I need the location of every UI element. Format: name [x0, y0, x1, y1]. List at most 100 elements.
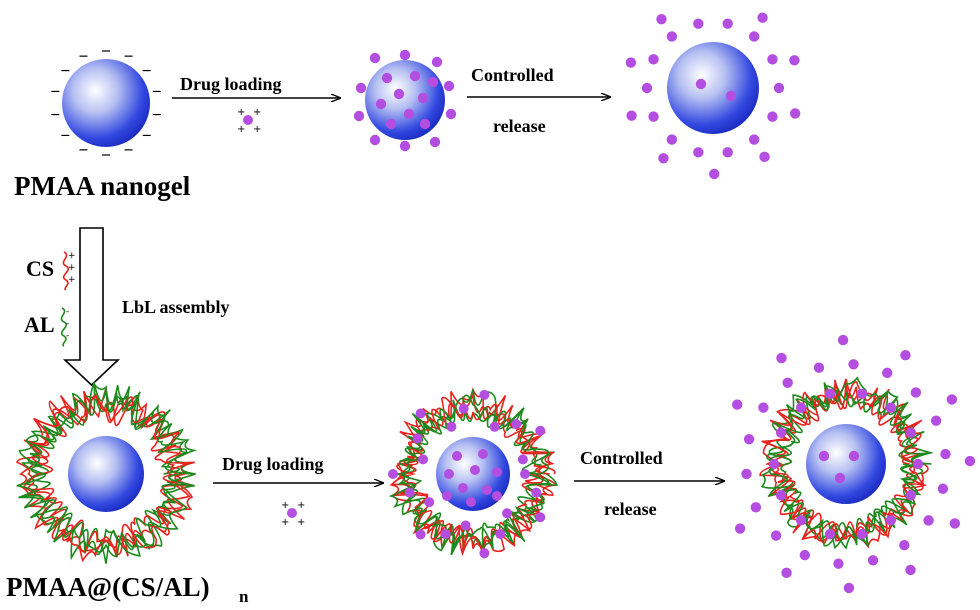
drug-dot	[479, 389, 490, 400]
drug-dot	[535, 425, 546, 436]
drug-dot	[885, 515, 897, 526]
drug-dot	[492, 467, 502, 477]
drug-dot	[381, 72, 393, 84]
svg-text:+: +	[281, 517, 289, 528]
drug-dot	[775, 427, 787, 438]
drug-dot	[409, 70, 421, 82]
drug-dot	[656, 13, 667, 25]
drug-dot	[445, 108, 457, 120]
drug-dot	[824, 528, 836, 540]
drug-dot	[748, 134, 760, 145]
drug-dot	[666, 134, 678, 145]
drug-dot	[641, 82, 653, 94]
drug-dot	[770, 530, 782, 541]
drug-dot	[885, 402, 897, 413]
drug-dot	[837, 334, 849, 346]
lbl-assembly-label: LbL assembly	[122, 297, 230, 317]
cs-label: CS	[26, 256, 54, 281]
drug-dot	[722, 147, 733, 158]
drug-dot	[403, 108, 415, 120]
drug-dot	[734, 523, 746, 534]
drug-dot	[881, 367, 893, 379]
drug-dot	[795, 515, 807, 526]
drug-dot	[748, 31, 760, 42]
drug-dot	[385, 118, 397, 130]
drug-dot	[419, 118, 431, 130]
drug-dot	[482, 485, 492, 495]
drug-dot	[789, 55, 800, 66]
drug-dot	[964, 455, 976, 467]
drug-dot	[768, 458, 780, 470]
drug-dot	[502, 508, 513, 519]
drug-dot	[489, 421, 500, 432]
drug-dot	[658, 153, 669, 164]
drug-dot	[789, 108, 801, 119]
drug-dot	[626, 110, 637, 121]
al-layer	[397, 394, 553, 555]
drug-dot	[722, 18, 733, 29]
drug-dot	[775, 490, 787, 501]
drug-dot	[375, 98, 387, 110]
drug-dot	[531, 487, 542, 498]
svg-text:-: -	[66, 331, 69, 341]
drug-dot	[458, 403, 469, 414]
drug-dot	[355, 82, 367, 94]
drug-dot	[767, 111, 778, 122]
svg-text:+: +	[68, 275, 76, 285]
drug-dot	[912, 458, 924, 470]
negative-charges	[51, 50, 161, 156]
cs-layer	[16, 394, 191, 563]
cs-layer	[761, 379, 926, 540]
drug-dot	[470, 465, 480, 475]
al-layer	[767, 376, 932, 547]
drug-dot	[824, 388, 836, 400]
drug-dot	[758, 402, 769, 413]
controlled-label-bottom: Controlled	[580, 448, 663, 468]
drug-dot	[833, 558, 844, 569]
svg-text:+: +	[237, 124, 245, 135]
drug-dot	[905, 427, 917, 438]
drug-dot	[776, 352, 787, 364]
drug-dot	[412, 433, 423, 444]
drug-dot	[446, 421, 457, 432]
drug-dot	[799, 549, 811, 561]
drug-dot	[781, 567, 792, 579]
drug-dot	[648, 54, 659, 65]
drug-dot	[867, 555, 879, 566]
cs-layer	[23, 392, 195, 556]
drug-dot	[369, 134, 381, 146]
drug-dot	[949, 518, 961, 529]
drug-dot	[442, 491, 452, 501]
drug-dot	[773, 82, 785, 94]
drug-dot	[535, 512, 546, 523]
drug-dot	[492, 491, 502, 501]
drug-dot	[709, 168, 720, 180]
pmaa-cs-al-label: PMAA@(CS/AL)	[6, 572, 210, 602]
drug-dot	[444, 469, 454, 479]
al-chain-icon: - - -	[60, 307, 69, 347]
drug-dot	[725, 90, 737, 102]
drug-loaded-nanogel-top	[353, 49, 457, 152]
drug-dot	[388, 469, 398, 479]
svg-text:+: +	[297, 500, 305, 511]
released-nanogel-top	[625, 12, 801, 180]
drug-dot	[431, 56, 443, 68]
al-label: AL	[24, 312, 55, 337]
drug-dot	[848, 359, 859, 370]
drug-dot	[648, 111, 659, 122]
coated-nanogel-bottom-left	[16, 381, 198, 564]
al-layer	[768, 385, 925, 550]
drug-dot	[625, 57, 637, 68]
drug-dot	[818, 450, 830, 462]
svg-text:-: -	[66, 307, 69, 317]
drug-dot	[743, 434, 755, 445]
drug-dot	[834, 472, 846, 484]
drug-dot	[856, 528, 868, 540]
drug-dot	[843, 582, 855, 594]
drug-dot	[750, 502, 762, 513]
svg-text:+: +	[253, 124, 261, 135]
drug-dot	[741, 468, 752, 480]
drug-dot	[353, 110, 365, 122]
released-coated-nanogel	[731, 334, 976, 594]
